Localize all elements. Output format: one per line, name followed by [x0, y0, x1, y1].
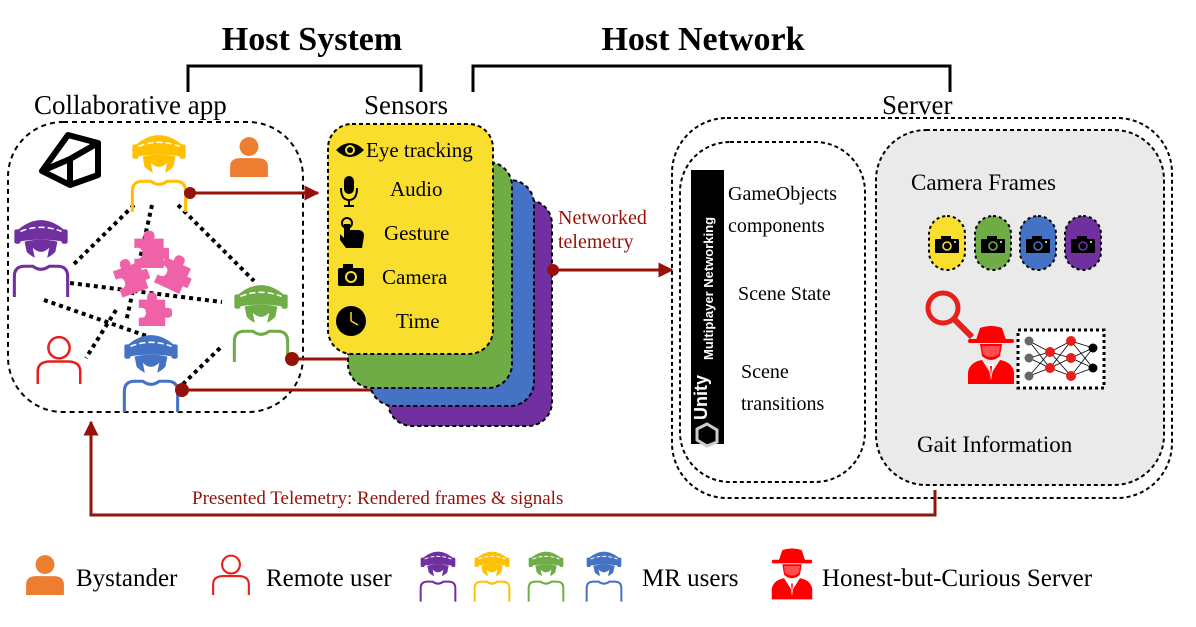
svg-text:Multiplayer Networking: Multiplayer Networking	[701, 217, 716, 360]
server-outer-boundary	[671, 117, 1173, 499]
mr-user-green-icon	[232, 283, 290, 362]
eye-icon	[336, 143, 364, 157]
presented-telemetry-label: Presented Telemetry: Rendered frames & s…	[192, 488, 563, 509]
sensor-audio-label: Audio	[390, 177, 443, 201]
networked-telemetry-label-line2: telemetry	[558, 231, 634, 253]
networking-item-scene-transitions-line1: Scene	[741, 361, 789, 383]
networking-item-gameobjects-line1: GameObjects	[728, 183, 837, 205]
svg-text:Unity: Unity	[691, 375, 711, 420]
gait-information-label: Gait Information	[917, 432, 1073, 457]
sensor-layer-yellow	[327, 123, 494, 355]
sensor-eye-tracking-label: Eye tracking	[366, 138, 473, 162]
host-system-bracket	[186, 64, 423, 92]
telemetry-arrows-to-sensors	[175, 185, 380, 397]
sensor-camera-label: Camera	[382, 265, 448, 289]
legend: Bystander Remote user MR users Honest-bu…	[26, 548, 1093, 602]
microphone-icon	[340, 176, 358, 207]
bystander-icon	[230, 137, 268, 177]
legend-server-icon	[771, 548, 813, 600]
magnifier-icon	[925, 290, 975, 340]
legend-server-label: Honest-but-Curious Server	[822, 565, 1093, 592]
collaborative-app-boundary	[7, 121, 304, 413]
collaborative-app-label: Collaborative app	[34, 90, 227, 120]
networked-telemetry-label-line1: Networked	[558, 207, 647, 229]
sensors-label: Sensors	[364, 90, 448, 120]
camera-frame-green	[974, 215, 1012, 271]
sensor-gesture-label: Gesture	[384, 221, 449, 245]
camera-frame-yellow	[928, 215, 966, 271]
unity-multiplayer-networking-logo: Unity Multiplayer Networking	[691, 170, 724, 448]
host-network-bracket	[471, 64, 952, 92]
legend-mr-user-purple-icon	[419, 550, 457, 602]
sensor-time-label: Time	[396, 309, 440, 333]
remote-user-icon	[36, 335, 82, 384]
legend-bystander-label: Bystander	[76, 565, 178, 592]
server-label: Server	[882, 90, 952, 120]
mr-user-purple-icon	[12, 218, 70, 297]
unity-logo-icon	[39, 132, 101, 188]
mr-user-yellow-icon	[130, 133, 188, 212]
legend-mr-users-label: MR users	[642, 565, 739, 592]
legend-mr-user-yellow-icon	[473, 550, 511, 602]
host-network-title: Host Network	[601, 21, 804, 58]
networking-boundary	[679, 141, 866, 483]
networking-item-gameobjects-line2: components	[728, 215, 825, 237]
clock-icon	[336, 306, 366, 336]
legend-bystander-icon	[26, 555, 64, 595]
legend-mr-user-blue-icon	[585, 550, 623, 602]
networking-item-scene-state: Scene State	[738, 283, 831, 305]
mr-user-blue-icon	[122, 333, 180, 412]
networking-item-scene-transitions-line2: transitions	[741, 393, 825, 415]
camera-frame-purple	[1064, 215, 1102, 271]
networked-telemetry-arrow	[547, 262, 674, 278]
hand-pointer-icon	[340, 217, 364, 248]
camera-frames-label: Camera Frames	[911, 170, 1056, 195]
legend-remote-user-icon	[212, 554, 250, 595]
puzzle-icon	[110, 230, 200, 326]
camera-icon	[338, 264, 364, 286]
host-system-title: Host System	[222, 21, 402, 58]
presented-telemetry-arrow	[83, 420, 937, 517]
legend-remote-user-label: Remote user	[266, 565, 392, 592]
neural-network-icon	[1016, 328, 1106, 390]
legend-mr-user-green-icon	[527, 550, 565, 602]
camera-frame-blue	[1019, 215, 1057, 271]
